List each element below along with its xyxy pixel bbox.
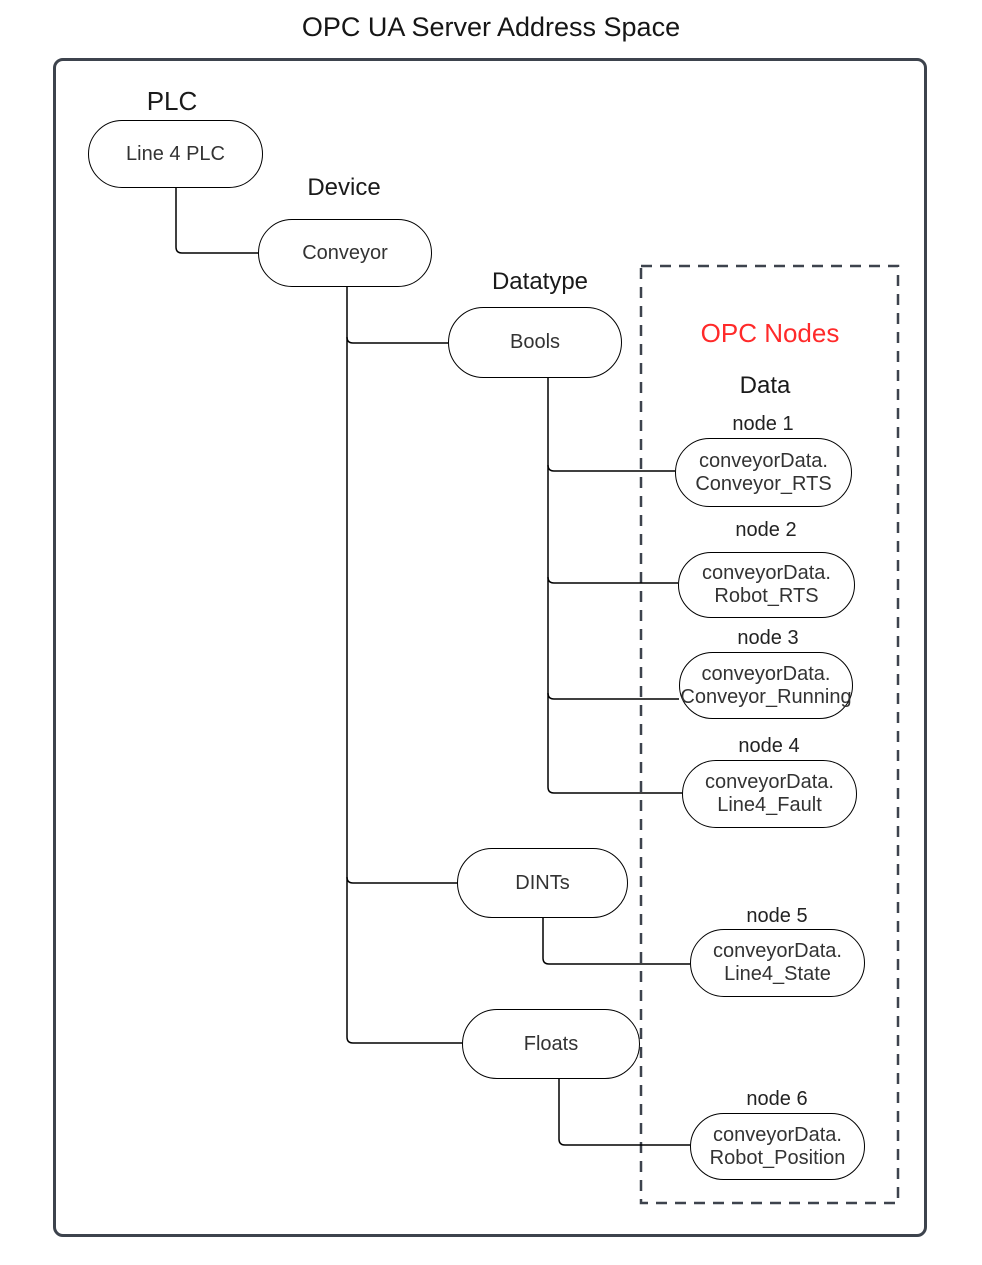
opc-node-1: conveyorData. Conveyor_RTS <box>675 438 852 507</box>
label-opc-nodes: OPC Nodes <box>700 318 840 348</box>
connector-bools-trunk-node4 <box>547 378 682 794</box>
opc-node-3: conveyorData. Conveyor_Running <box>679 652 853 719</box>
diagram-title: OPC UA Server Address Space <box>301 12 681 42</box>
tree-node-label: DINTs <box>515 871 570 894</box>
label-node-2: node 2 <box>735 519 797 541</box>
connector-bools-node1 <box>547 464 675 472</box>
connector-dints-node5 <box>542 918 690 965</box>
opc-node-line2: Robot_Position <box>709 1146 846 1169</box>
opc-node-line1: conveyorData. <box>705 771 834 793</box>
label-node-5: node 5 <box>746 905 808 927</box>
opc-node-line2: Line4_State <box>724 963 831 985</box>
connector-conveyor-dints <box>346 876 457 884</box>
opc-node-6: conveyorData. Robot_Position <box>690 1113 865 1180</box>
label-node-6: node 6 <box>746 1088 808 1110</box>
tree-node-bools: Bools <box>448 307 622 378</box>
label-node-1: node 1 <box>732 413 794 435</box>
opc-node-line2: Conveyor_RTS <box>695 472 832 495</box>
label-plc: PLC <box>146 86 198 116</box>
connector-conveyor-trunk-floats <box>346 287 462 1044</box>
tree-node-label: Bools <box>509 331 561 353</box>
connector-plc-conveyor <box>175 188 258 254</box>
tree-node-conveyor: Conveyor <box>258 219 432 287</box>
connector-floats-node6 <box>558 1079 690 1146</box>
tree-node-floats: Floats <box>462 1009 640 1079</box>
opc-node-line2: Line4_Fault <box>717 794 822 816</box>
opc-node-line2: Robot_RTS <box>714 585 819 607</box>
tree-node-label: Line 4 PLC <box>126 142 225 165</box>
tree-node-label: Floats <box>523 1032 579 1055</box>
opc-node-line2: Conveyor_Running <box>680 685 852 708</box>
opc-node-line1: conveyorData. <box>699 449 828 472</box>
connector-bools-node3 <box>547 692 679 700</box>
tree-node-label: Conveyor <box>302 241 388 264</box>
label-node-4: node 4 <box>738 735 800 757</box>
opc-node-line1: conveyorData. <box>713 1123 842 1146</box>
opc-node-line1: conveyorData. <box>701 662 831 685</box>
tree-node-dints: DINTs <box>457 848 628 918</box>
connector-conveyor-bools <box>346 336 448 344</box>
opc-node-4: conveyorData. Line4_Fault <box>682 760 857 828</box>
label-device: Device <box>307 174 381 201</box>
connector-bools-node2 <box>547 576 678 584</box>
address-space-frame <box>53 58 927 1237</box>
opc-node-2: conveyorData. Robot_RTS <box>678 552 855 618</box>
label-node-3: node 3 <box>737 627 799 649</box>
opc-node-5: conveyorData. Line4_State <box>690 929 865 997</box>
tree-node-line4plc: Line 4 PLC <box>88 120 263 188</box>
label-datatype: Datatype <box>491 268 589 295</box>
opc-nodes-dashed-box <box>639 264 900 1205</box>
opc-node-line1: conveyorData. <box>702 562 831 584</box>
opc-node-line1: conveyorData. <box>713 940 842 962</box>
label-data: Data <box>739 372 791 399</box>
